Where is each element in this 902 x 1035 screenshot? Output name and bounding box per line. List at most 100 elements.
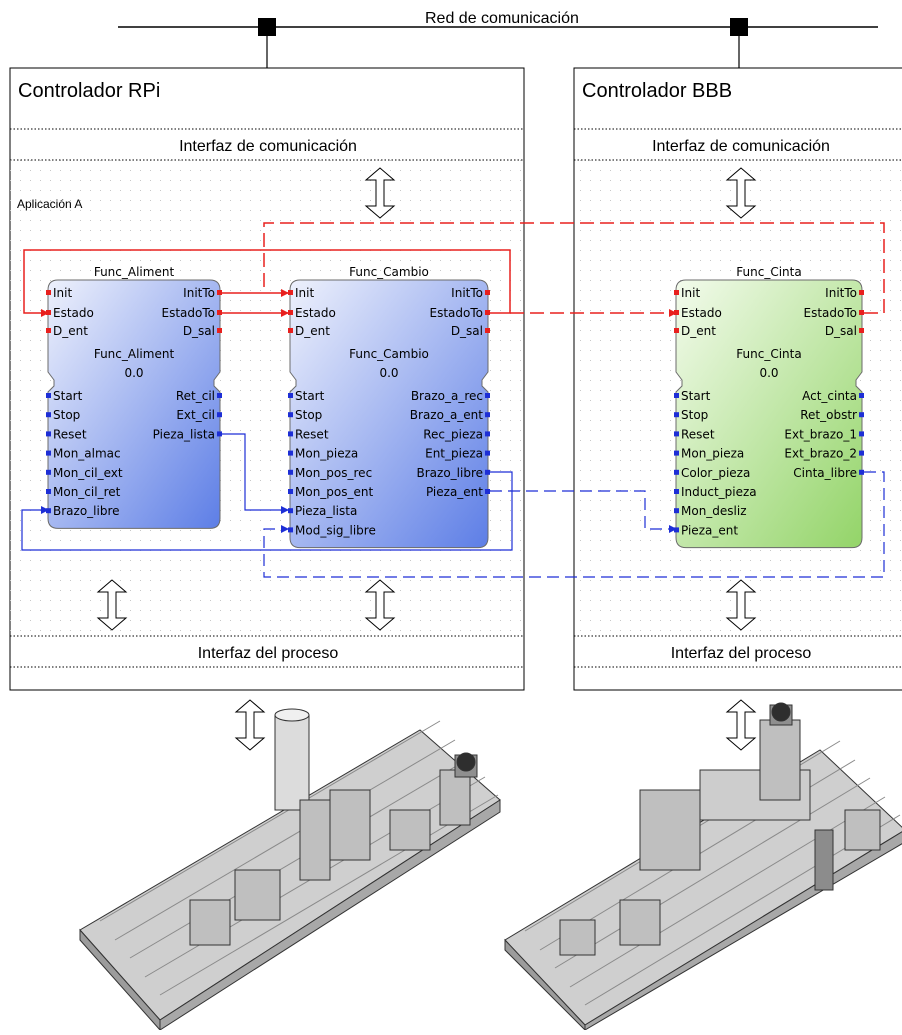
data-output-port[interactable] [859,469,864,475]
event-output-port[interactable] [859,290,864,295]
event-link-feedback [23,249,511,317]
data-input-port[interactable] [674,508,679,514]
controller-bbb-comm-interface: Interfaz de comunicación [652,138,830,155]
conveyor-station-drawing [504,702,902,1032]
event-input-port[interactable] [46,328,51,333]
func-aliment-body [47,279,221,529]
data-input-label: Stop [53,408,80,422]
data-input-port[interactable] [46,450,51,456]
event-output-label: EstadoTo [804,306,857,320]
event-input-port[interactable] [674,328,679,333]
data-input-port[interactable] [674,431,679,437]
data-input-label: Mon_cil_ret [53,485,121,499]
data-input-label: Color_pieza [681,466,750,480]
data-input-port[interactable] [674,469,679,475]
func-cinta-block[interactable]: Func_CintaFunc_Cinta0.0InitEstadoD_entIn… [674,265,864,549]
data-output-label: Ext_brazo_1 [784,427,857,441]
data-output-port[interactable] [859,431,864,437]
event-output-port[interactable] [485,328,490,333]
event-input-label: Estado [53,306,94,320]
controller-rpi-title: Controlador RPi [18,80,160,102]
event-output-port[interactable] [217,310,222,315]
event-output-port[interactable] [217,328,222,333]
event-input-port[interactable] [46,310,51,315]
func-cambio-type-name: Func_Cambio [349,265,429,279]
data-input-port[interactable] [288,508,293,514]
data-output-port[interactable] [859,450,864,456]
data-input-port[interactable] [288,450,293,456]
data-input-port[interactable] [674,450,679,456]
data-input-port[interactable] [288,527,293,533]
double-arrow-icon [96,579,128,631]
double-arrow-icon [725,167,757,219]
data-output-port[interactable] [859,393,864,398]
data-input-label: Pieza_lista [295,504,357,518]
data-input-port[interactable] [288,431,293,437]
event-output-port[interactable] [485,290,490,295]
event-input-port[interactable] [288,328,293,333]
data-input-port[interactable] [674,393,679,398]
data-output-port[interactable] [485,450,490,456]
data-output-port[interactable] [485,489,490,494]
data-link-pieza-lista [222,433,289,514]
event-input-port[interactable] [288,290,293,295]
double-arrow-icon [725,579,757,631]
func-cambio-block[interactable]: Func_CambioFunc_Cambio0.0InitEstadoD_ent… [288,265,490,549]
data-input-port[interactable] [46,489,51,494]
event-input-port[interactable] [288,310,293,315]
data-output-port[interactable] [217,431,222,437]
event-input-label: D_ent [681,324,716,338]
data-output-port[interactable] [217,412,222,418]
event-input-port[interactable] [674,310,679,315]
data-input-port[interactable] [288,393,293,398]
event-output-port[interactable] [217,290,222,295]
data-input-label: Stop [295,408,322,422]
data-input-port[interactable] [46,412,51,418]
network-node-bbb [730,18,748,36]
data-input-label: Mon_desliz [681,504,747,518]
data-output-port[interactable] [485,412,490,418]
event-input-port[interactable] [46,290,51,295]
event-output-port[interactable] [859,328,864,333]
data-input-label: Start [681,389,711,403]
data-output-port[interactable] [485,431,490,437]
data-input-port[interactable] [46,469,51,475]
event-input-label: Init [53,286,72,300]
data-connections [21,433,885,578]
func-aliment-version: 0.0 [124,366,143,380]
event-input-port[interactable] [674,290,679,295]
data-input-port[interactable] [46,508,51,514]
data-input-port[interactable] [288,489,293,494]
data-output-port[interactable] [859,412,864,418]
data-input-label: Mon_pos_ent [295,485,374,499]
network-node-rpi [258,18,276,36]
data-input-label: Mon_pieza [295,447,358,461]
event-output-label: EstadoTo [162,306,215,320]
event-output-label: InitTo [451,286,483,300]
data-input-label: Stop [681,408,708,422]
data-input-port[interactable] [674,489,679,494]
data-input-label: Reset [53,427,87,441]
func-aliment-block[interactable]: Func_AlimentFunc_Aliment0.0InitEstadoD_e… [46,265,222,529]
data-input-port[interactable] [288,412,293,418]
data-input-port[interactable] [674,527,679,533]
event-output-port[interactable] [859,310,864,315]
data-input-label: Induct_pieza [681,485,757,499]
data-link-pieza-ent [490,490,677,533]
func-cinta-instance-name: Func_Cinta [736,347,801,361]
data-output-port[interactable] [217,393,222,398]
data-input-port[interactable] [46,393,51,398]
data-output-port[interactable] [485,393,490,398]
event-output-label: EstadoTo [430,306,483,320]
func-cinta-body [675,279,863,549]
data-output-label: Act_cinta [802,389,857,403]
controller-rpi-comm-interface: Interfaz de comunicación [179,138,357,155]
data-input-port[interactable] [288,469,293,475]
data-input-port[interactable] [46,431,51,437]
data-input-port[interactable] [674,412,679,418]
data-output-port[interactable] [485,469,490,475]
event-output-port[interactable] [485,310,490,315]
double-arrow-icon [364,579,396,631]
data-output-label: Brazo_a_rec [411,389,483,403]
